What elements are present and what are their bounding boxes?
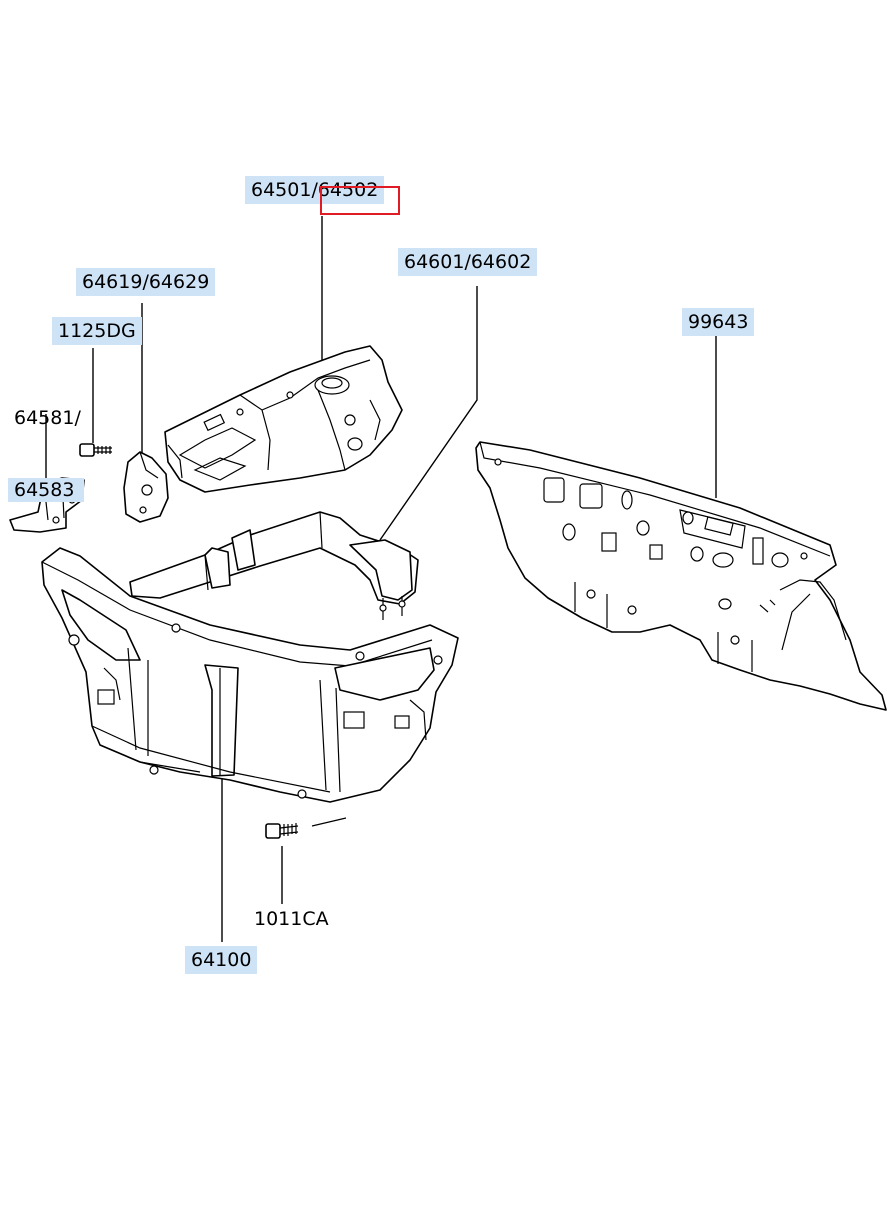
- callout-64581-64583[interactable]: 64581/ 64583: [8, 356, 90, 552]
- radiator-support-part[interactable]: [41, 547, 459, 803]
- callout-1011ca[interactable]: 1011CA: [254, 908, 329, 930]
- callout-99643[interactable]: 99643: [682, 308, 755, 336]
- callout-64619-64629[interactable]: 64619/64629: [76, 268, 216, 296]
- bracket-64619-part[interactable]: [123, 451, 169, 523]
- leader-64601: [379, 286, 478, 541]
- callout-64601-64602[interactable]: 64601/64602: [398, 248, 538, 276]
- callout-64501-64502[interactable]: 64501/64502: [245, 176, 385, 204]
- callout-64100[interactable]: 64100: [185, 946, 258, 974]
- fender-apron-part[interactable]: [164, 345, 403, 493]
- callout-64581-line2: 64583: [8, 478, 84, 502]
- callout-64581-line1: 64581/: [14, 407, 81, 429]
- bolt-1125dg-part[interactable]: [79, 443, 112, 457]
- bolt-1011ca-part[interactable]: [265, 817, 347, 839]
- highlight-box-64502: [320, 186, 400, 215]
- leader-lines: [45, 216, 717, 942]
- dash-panel-part[interactable]: [475, 441, 887, 711]
- callout-1125dg[interactable]: 1125DG: [52, 317, 142, 345]
- side-member-part[interactable]: [129, 511, 419, 620]
